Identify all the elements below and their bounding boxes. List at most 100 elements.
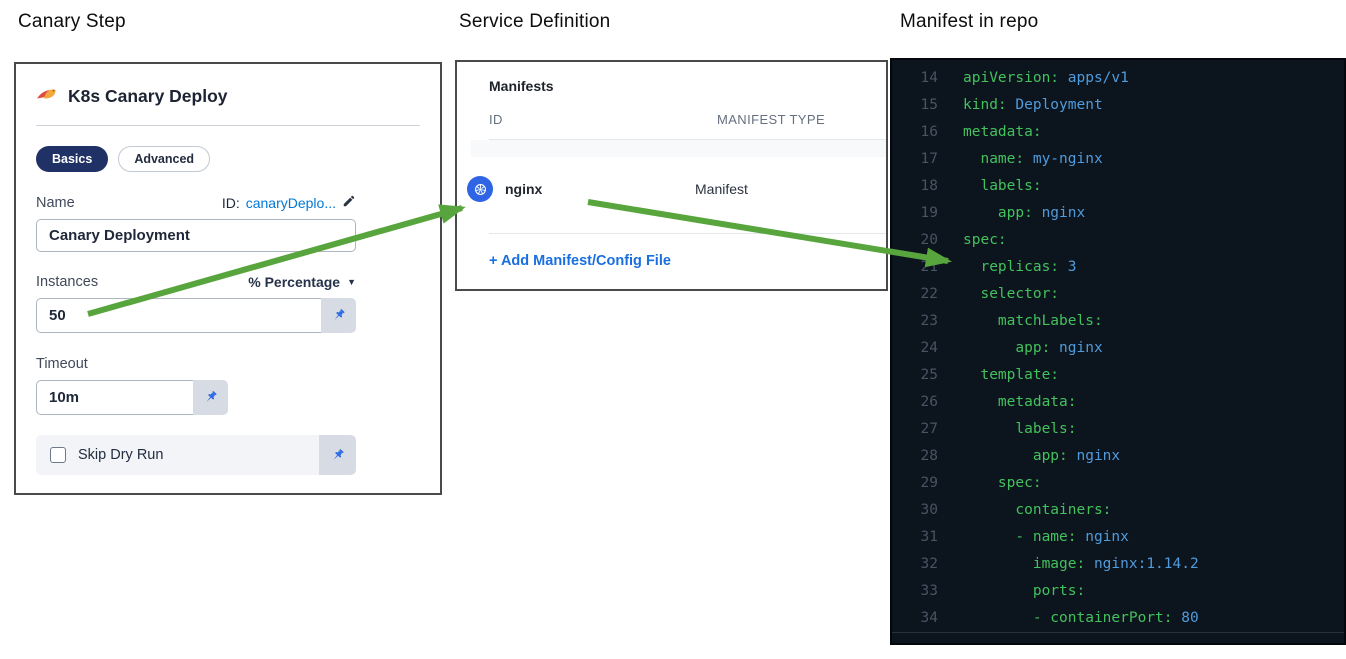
line-number: 15 xyxy=(920,97,938,113)
caret-down-icon: ▼ xyxy=(347,277,356,287)
line-number: 28 xyxy=(920,448,938,464)
line-number: 16 xyxy=(920,124,938,140)
code-text: spec: xyxy=(963,475,1042,491)
timeout-label: Timeout xyxy=(36,356,88,372)
name-field-row: Name ID: canaryDeplo... xyxy=(36,194,356,211)
code-line: 33 ports: xyxy=(892,578,1344,605)
timeout-input-group xyxy=(36,380,420,415)
line-number: 22 xyxy=(920,286,938,302)
column-header-id: ID xyxy=(489,112,503,127)
line-number: 25 xyxy=(920,367,938,383)
line-number: 17 xyxy=(920,151,938,167)
name-label: Name xyxy=(36,194,75,211)
instances-unit-select[interactable]: % Percentage ▼ xyxy=(248,274,356,290)
kubernetes-icon xyxy=(467,176,493,202)
code-text: app: nginx xyxy=(963,448,1121,464)
code-text: matchLabels: xyxy=(963,313,1103,329)
manifest-in-repo-title: Manifest in repo xyxy=(900,11,1039,32)
code-line: 17 name: my-nginx xyxy=(892,146,1344,173)
code-line: 20 spec: xyxy=(892,227,1344,254)
manifests-section-title: Manifests xyxy=(489,78,554,94)
code-line: 34 - containerPort: 80 xyxy=(892,605,1344,632)
id-prefix: ID: xyxy=(221,194,240,211)
timeout-field-row: Timeout xyxy=(36,356,356,372)
code-text: labels: xyxy=(963,421,1077,437)
service-definition-panel: Manifests ID MANIFEST TYPE xyxy=(455,60,888,291)
canary-step-title: Canary Step xyxy=(18,11,126,32)
row-gap xyxy=(471,140,886,157)
pencil-icon[interactable] xyxy=(342,194,356,211)
code-text: replicas: 3 xyxy=(963,259,1077,275)
code-text: kind: Deployment xyxy=(963,97,1103,113)
timeout-pin-button[interactable] xyxy=(193,380,228,415)
line-number: 31 xyxy=(920,529,938,545)
code-line: 29 spec: xyxy=(892,470,1344,497)
instances-field-row: Instances % Percentage ▼ xyxy=(36,274,356,290)
manifests-table-header: ID MANIFEST TYPE xyxy=(457,112,886,127)
manifest-row-id: nginx xyxy=(505,181,543,197)
instances-pin-button[interactable] xyxy=(321,298,356,333)
code-text: - containerPort: 80 xyxy=(963,610,1199,626)
step-header: K8s Canary Deploy xyxy=(36,84,420,108)
skip-dry-run-pin-button[interactable] xyxy=(319,435,356,475)
pushpin-icon xyxy=(334,309,345,320)
table-divider xyxy=(489,139,886,140)
code-text: image: nginx:1.14.2 xyxy=(963,556,1199,572)
manifest-row-type: Manifest xyxy=(695,181,748,197)
code-line: 28 app: nginx xyxy=(892,443,1344,470)
code-line: 21 replicas: 3 xyxy=(892,254,1344,281)
add-manifest-link[interactable]: + Add Manifest/Config File xyxy=(489,253,671,269)
code-line: 15 kind: Deployment xyxy=(892,92,1344,119)
manifest-table-row[interactable]: nginx Manifest xyxy=(457,157,886,221)
id-link[interactable]: canaryDeplo... xyxy=(245,194,336,211)
code-text: metadata: xyxy=(963,124,1042,140)
line-number: 30 xyxy=(920,502,938,518)
line-number: 19 xyxy=(920,205,938,221)
code-line: 22 selector: xyxy=(892,281,1344,308)
name-input[interactable] xyxy=(36,219,356,252)
line-number: 34 xyxy=(920,610,938,626)
code-text: template: xyxy=(963,367,1060,383)
code-text: metadata: xyxy=(963,394,1077,410)
instances-input-group xyxy=(36,298,420,333)
pushpin-icon xyxy=(333,448,344,460)
line-number: 29 xyxy=(920,475,938,491)
timeout-input[interactable] xyxy=(36,380,193,415)
tab-advanced[interactable]: Advanced xyxy=(118,146,211,172)
line-number: 18 xyxy=(920,178,938,194)
code-line: 18 labels: xyxy=(892,173,1344,200)
code-line: 25 template: xyxy=(892,362,1344,389)
code-line: 27 labels: xyxy=(892,416,1344,443)
code-text: spec: xyxy=(963,232,1007,248)
code-footer xyxy=(892,632,1344,643)
code-text: app: nginx xyxy=(963,205,1086,221)
line-number: 23 xyxy=(920,313,938,329)
code-line: 24 app: nginx xyxy=(892,335,1344,362)
line-number: 27 xyxy=(920,421,938,437)
line-number: 20 xyxy=(920,232,938,248)
code-text: apiVersion: apps/v1 xyxy=(963,70,1129,86)
skip-dry-run-checkbox[interactable] xyxy=(50,447,66,463)
tab-basics[interactable]: Basics xyxy=(36,146,109,172)
skip-dry-run-row: Skip Dry Run xyxy=(36,435,356,475)
canary-bird-icon xyxy=(36,84,58,108)
code-line: 19 app: nginx xyxy=(892,200,1344,227)
skip-dry-run-label: Skip Dry Run xyxy=(78,447,164,463)
instances-input[interactable] xyxy=(36,298,321,333)
pushpin-icon xyxy=(206,391,217,402)
canary-step-panel: K8s Canary Deploy Basics Advanced Name I… xyxy=(14,62,442,495)
unit-select-label: % Percentage xyxy=(248,274,341,290)
code-text: name: my-nginx xyxy=(963,151,1103,167)
code-line: 31 - name: nginx xyxy=(892,524,1344,551)
code-line: 32 image: nginx:1.14.2 xyxy=(892,551,1344,578)
column-header-manifest-type: MANIFEST TYPE xyxy=(717,112,826,127)
code-text: - name: nginx xyxy=(963,529,1129,545)
code-text: containers: xyxy=(963,502,1112,518)
header-divider xyxy=(36,125,420,126)
code-text: app: nginx xyxy=(963,340,1103,356)
service-definition-title: Service Definition xyxy=(459,11,611,32)
line-number: 33 xyxy=(920,583,938,599)
